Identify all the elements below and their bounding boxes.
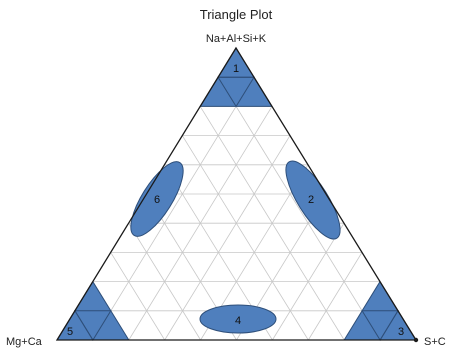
region-2: 2 [285,160,341,240]
vertex-label-top: Na+Al+Si+K [206,33,267,45]
region-shape [285,160,341,240]
region-label: 1 [233,63,239,75]
vertex-label-bottom-left: Mg+Ca [6,336,43,348]
region-1: 1 [199,47,273,108]
grid-line [199,106,345,341]
grid-line [307,252,363,341]
region-label: 5 [67,326,73,338]
chart-title: Triangle Plot [200,7,273,22]
grid-line [217,76,381,341]
grid-line [92,76,255,341]
region-4: 4 [199,304,277,334]
region-shape [199,304,277,334]
vertex-label-bottom-right: S+C [424,336,446,348]
grid-line [164,135,291,341]
grid-line [181,135,309,341]
region-label: 6 [154,194,160,206]
region-label: 2 [308,194,314,206]
region-subdivision [74,310,94,341]
region-label: 4 [235,315,241,327]
grid-line [128,106,273,341]
regions: 1 2 3 4 5 6 [56,47,417,341]
grid-line [110,252,166,341]
region-shape [130,161,184,237]
vertex-dot-s-c [413,337,419,343]
region-6: 6 [130,161,184,237]
triangle-frame [55,46,418,341]
triangle-grid [74,76,399,341]
region-label: 3 [398,326,404,338]
region-subdivision [379,310,399,341]
